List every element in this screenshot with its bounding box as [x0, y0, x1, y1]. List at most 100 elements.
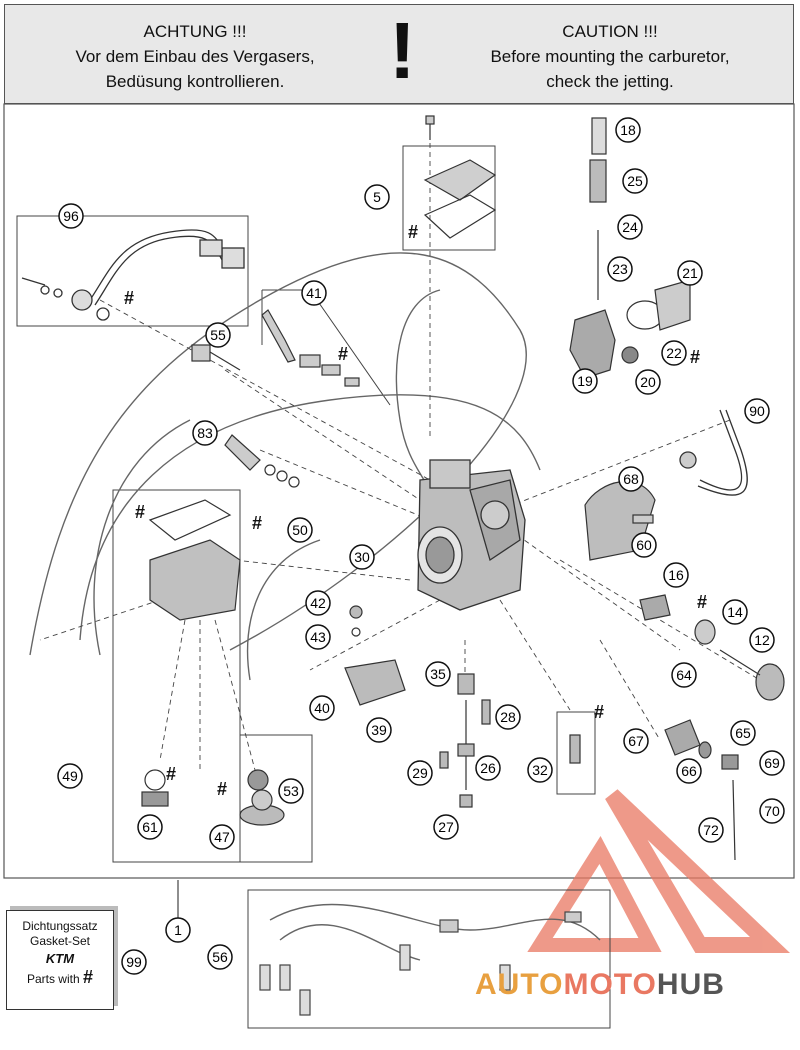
svg-text:32: 32 [532, 762, 548, 778]
callout-65: 65 [730, 720, 756, 746]
svg-text:27: 27 [438, 819, 454, 835]
callout-29: 29 [407, 760, 433, 786]
svg-text:60: 60 [636, 537, 652, 553]
exclamation-icon: ! [389, 6, 416, 95]
diagram-frame [3, 103, 795, 879]
svg-text:70: 70 [764, 803, 780, 819]
callout-83: 83 [192, 420, 218, 446]
svg-text:24: 24 [622, 219, 638, 235]
callout-40: 40 [309, 695, 335, 721]
caution-english: CAUTION !!! Before mounting the carburet… [435, 19, 785, 94]
callout-14: 14 [722, 599, 748, 625]
hose-fitting-83 [224, 434, 300, 488]
callout-90: 90 [744, 398, 770, 424]
callout-55: 55 [205, 322, 231, 348]
svg-text:19: 19 [577, 373, 593, 389]
callout-35: 35 [425, 661, 451, 687]
callout-49: 49 [57, 763, 83, 789]
callout-50: 50 [287, 517, 313, 543]
sensor-box [16, 215, 249, 327]
svg-text:50: 50 [292, 522, 308, 538]
callout-69: 69 [759, 750, 785, 776]
callout-39: 39 [366, 717, 392, 743]
svg-text:83: 83 [197, 425, 213, 441]
svg-text:22: 22 [666, 345, 682, 361]
svg-text:1: 1 [174, 922, 182, 938]
svg-text:96: 96 [63, 208, 79, 224]
svg-text:#: # [135, 502, 145, 522]
hose-kit-parts [177, 880, 582, 1016]
gasket-line2: Gasket-Set [29, 934, 91, 948]
svg-text:72: 72 [703, 822, 719, 838]
callout-42: 42 [305, 590, 331, 616]
leader-lines [39, 125, 761, 771]
gasket-set-box: Dichtungssatz Gasket-Set KTM Parts with … [6, 910, 114, 1010]
gasket-markers: # # # # # # # # # # [124, 222, 707, 799]
callout-27: 27 [433, 814, 459, 840]
callout-43: 43 [305, 624, 331, 650]
callout-32: 32 [527, 757, 553, 783]
svg-text:65: 65 [735, 725, 751, 741]
caution-english-line3: check the jetting. [546, 72, 674, 91]
svg-text:14: 14 [727, 604, 743, 620]
callout-72: 72 [698, 817, 724, 843]
caution-german-line2: Vor dem Einbau des Vergasers, [75, 47, 315, 66]
callout-24: 24 [617, 214, 643, 240]
watermark-logo [527, 789, 791, 953]
position-sensor [344, 605, 406, 706]
svg-text:66: 66 [681, 763, 697, 779]
throttle-cable [679, 409, 748, 496]
callout-1: 1 [165, 917, 191, 943]
callout-16: 16 [663, 562, 689, 588]
callout-26: 26 [475, 755, 501, 781]
svg-text:55: 55 [210, 327, 226, 343]
callout-53: 53 [278, 778, 304, 804]
callout-layer: 1 5 12 14 16 18 19 20 21 22 23 24 25 26 … [57, 117, 785, 975]
throttle-linkage [639, 594, 785, 861]
svg-text:53: 53 [283, 783, 299, 799]
svg-text:29: 29 [412, 765, 428, 781]
callout-70: 70 [759, 798, 785, 824]
callout-20: 20 [635, 369, 661, 395]
hose-kit-box [247, 889, 611, 1029]
svg-text:30: 30 [354, 549, 370, 565]
svg-text:#: # [697, 592, 707, 612]
callout-61: 61 [137, 814, 163, 840]
svg-text:25: 25 [627, 173, 643, 189]
callout-66: 66 [676, 758, 702, 784]
callout-67: 67 [623, 728, 649, 754]
carburetor-body [417, 459, 526, 611]
svg-text:64: 64 [676, 667, 692, 683]
callout-12: 12 [749, 627, 775, 653]
callout-99: 99 [121, 949, 147, 975]
air-screw [191, 344, 241, 371]
caution-german-title: ACHTUNG !!! [143, 22, 247, 41]
svg-text:26: 26 [480, 760, 496, 776]
svg-text:69: 69 [764, 755, 780, 771]
gasket-line1: Dichtungssatz [22, 919, 98, 933]
svg-text:#: # [252, 513, 262, 533]
callout-60: 60 [631, 532, 657, 558]
svg-text:#: # [166, 764, 176, 784]
callout-22: 22 [661, 340, 687, 366]
callout-30: 30 [349, 544, 375, 570]
callout-47: 47 [209, 824, 235, 850]
svg-text:90: 90 [749, 403, 765, 419]
svg-text:#: # [124, 288, 134, 308]
svg-text:5: 5 [373, 189, 381, 205]
callout-68: 68 [618, 466, 644, 492]
callout-96: 96 [58, 203, 84, 229]
svg-text:47: 47 [214, 829, 230, 845]
carb-cover [423, 115, 497, 239]
svg-text:21: 21 [682, 265, 698, 281]
callout-19: 19 [572, 368, 598, 394]
caution-german: ACHTUNG !!! Vor dem Einbau des Vergasers… [15, 19, 375, 94]
jet-set [439, 673, 581, 808]
svg-text:49: 49 [62, 768, 78, 784]
callout-56: 56 [207, 944, 233, 970]
svg-text:41: 41 [306, 285, 322, 301]
svg-text:12: 12 [754, 632, 770, 648]
fitting-set [261, 309, 360, 387]
callout-5: 5 [364, 184, 390, 210]
